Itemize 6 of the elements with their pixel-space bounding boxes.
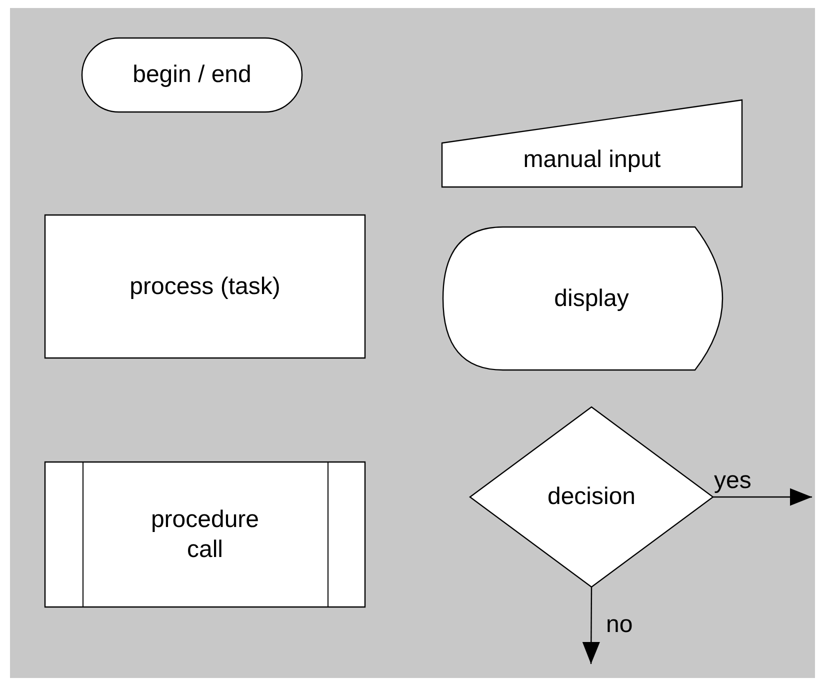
shape-label: process (task)	[130, 272, 280, 302]
shape-label: decision	[547, 482, 636, 512]
shape-label: procedure call	[150, 504, 260, 564]
shape-label: manual input	[523, 145, 661, 175]
shape-label: begin / end	[132, 60, 252, 90]
shape-label: display	[554, 284, 629, 314]
